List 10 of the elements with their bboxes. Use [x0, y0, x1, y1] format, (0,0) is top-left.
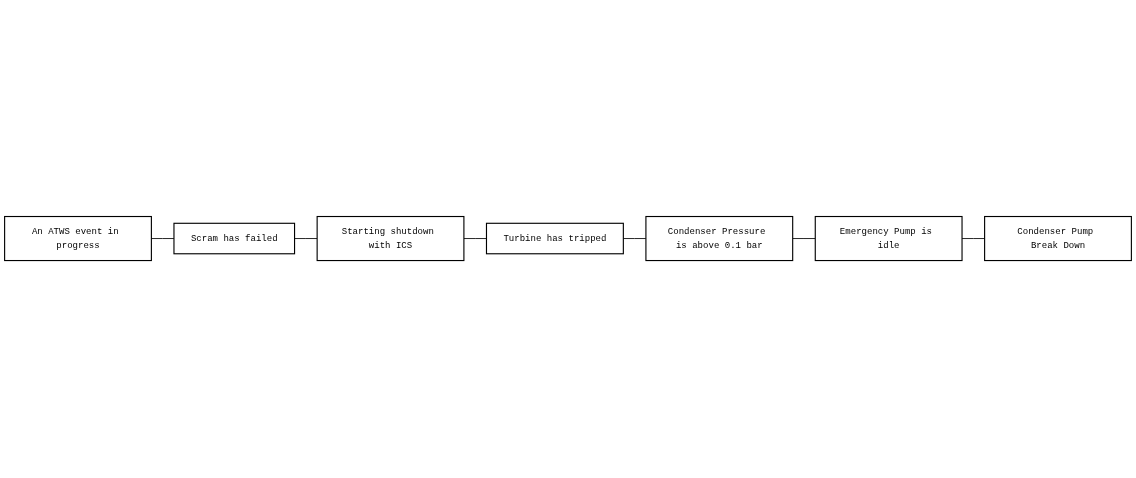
connector	[792, 238, 816, 240]
node-box: Condenser Pump Break Down	[984, 216, 1132, 262]
node-box: Emergency Pump is idle	[814, 216, 963, 262]
connector	[294, 238, 318, 240]
node-box: Scram has failed	[173, 223, 296, 255]
node-box: Starting shutdown with ICS	[316, 216, 465, 262]
node-box: Condenser Pressure is above 0.1 bar	[645, 216, 794, 262]
node-box: An ATWS event in progress	[4, 216, 152, 262]
connector	[463, 238, 487, 240]
node-box: Turbine has tripped	[485, 223, 624, 255]
